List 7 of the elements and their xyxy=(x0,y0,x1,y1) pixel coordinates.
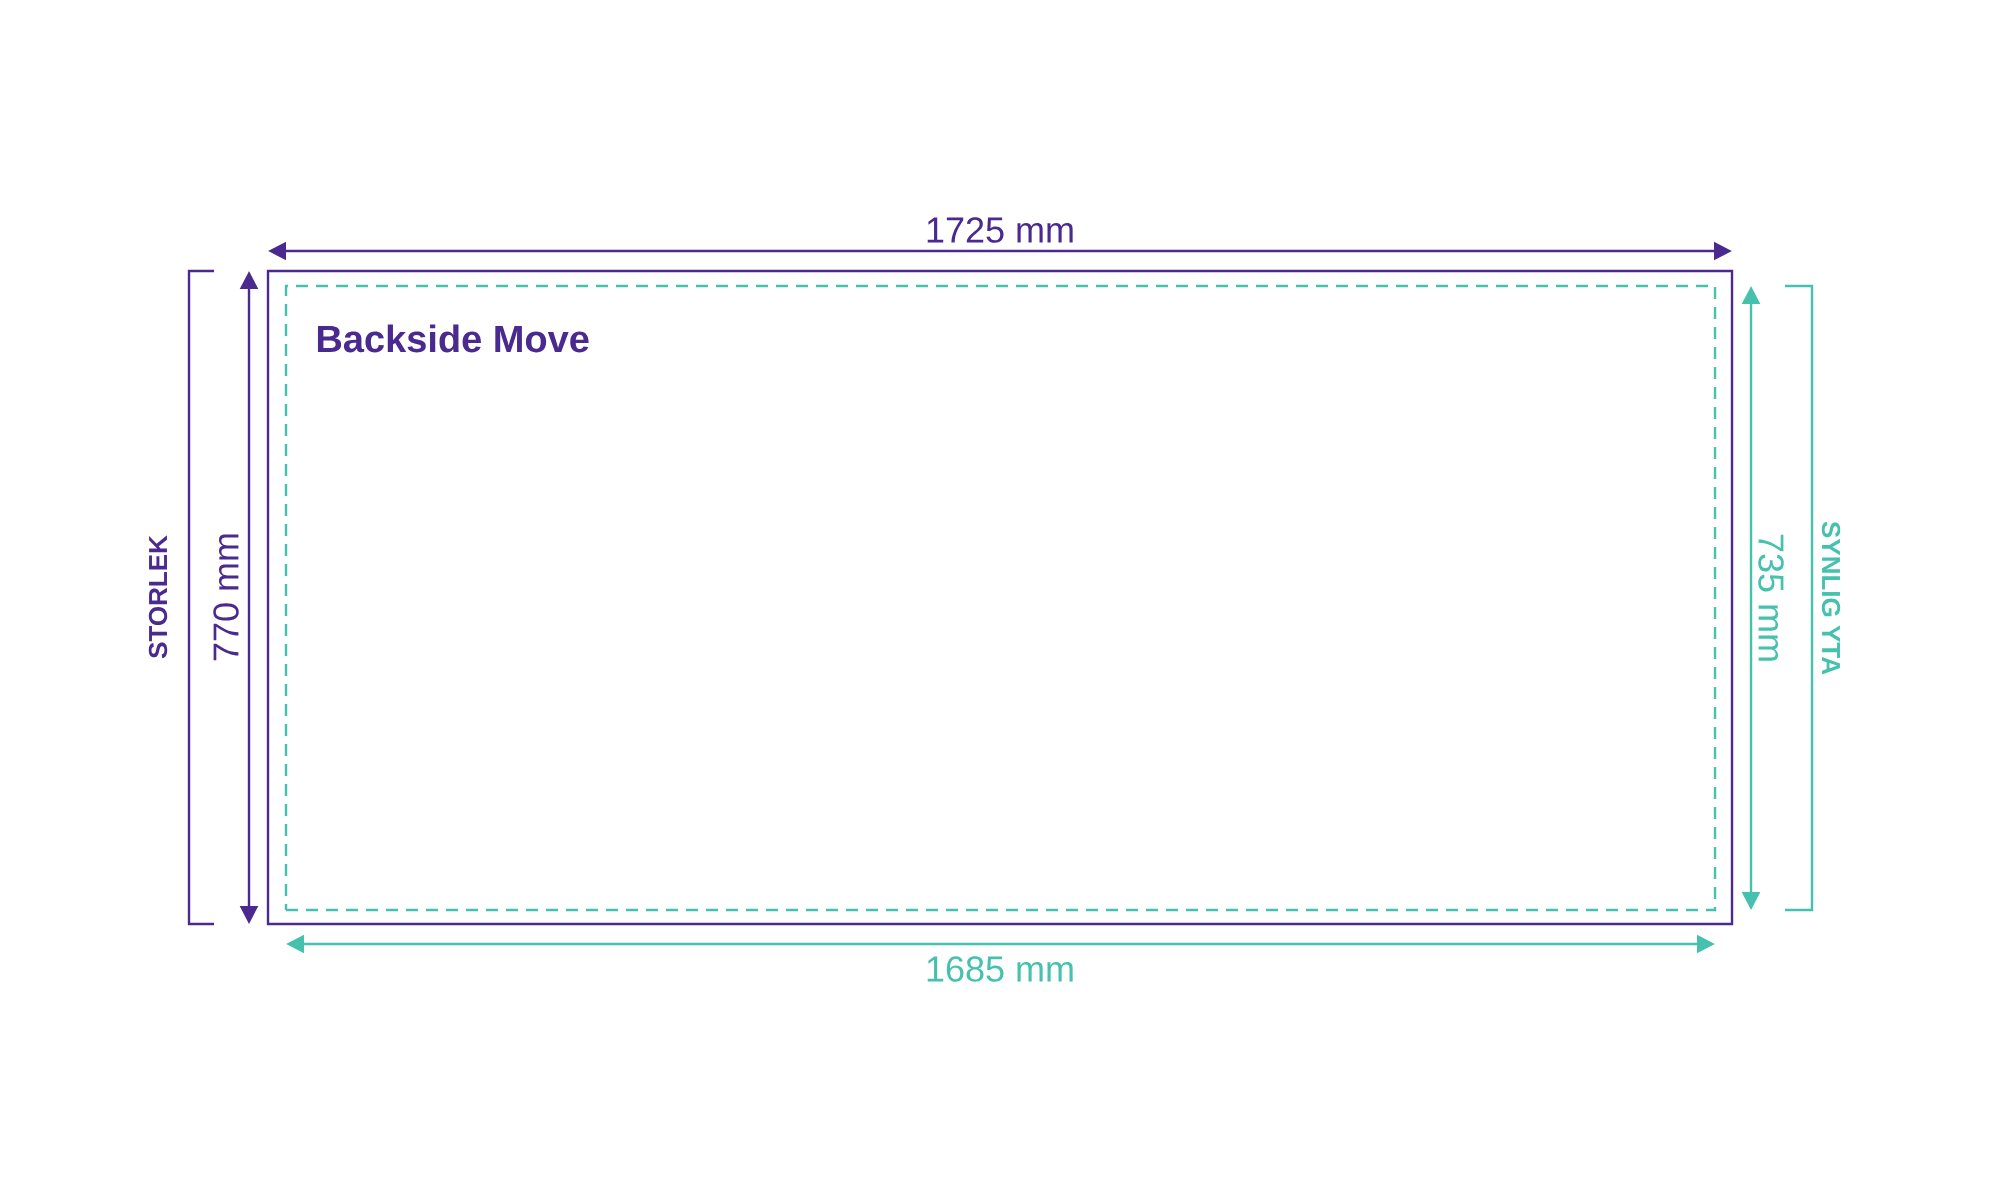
title: Backside Move xyxy=(317,324,589,353)
dimension-label: 1725 mm xyxy=(927,217,1073,243)
dimension-label: 770 mm xyxy=(213,534,239,661)
dimension-label: 1685 mm xyxy=(927,956,1073,982)
dimension-label: 735 mm xyxy=(1758,534,1784,661)
side-label: STORLEK xyxy=(148,535,168,659)
side-label: SYNLIG YTA xyxy=(1821,521,1841,675)
